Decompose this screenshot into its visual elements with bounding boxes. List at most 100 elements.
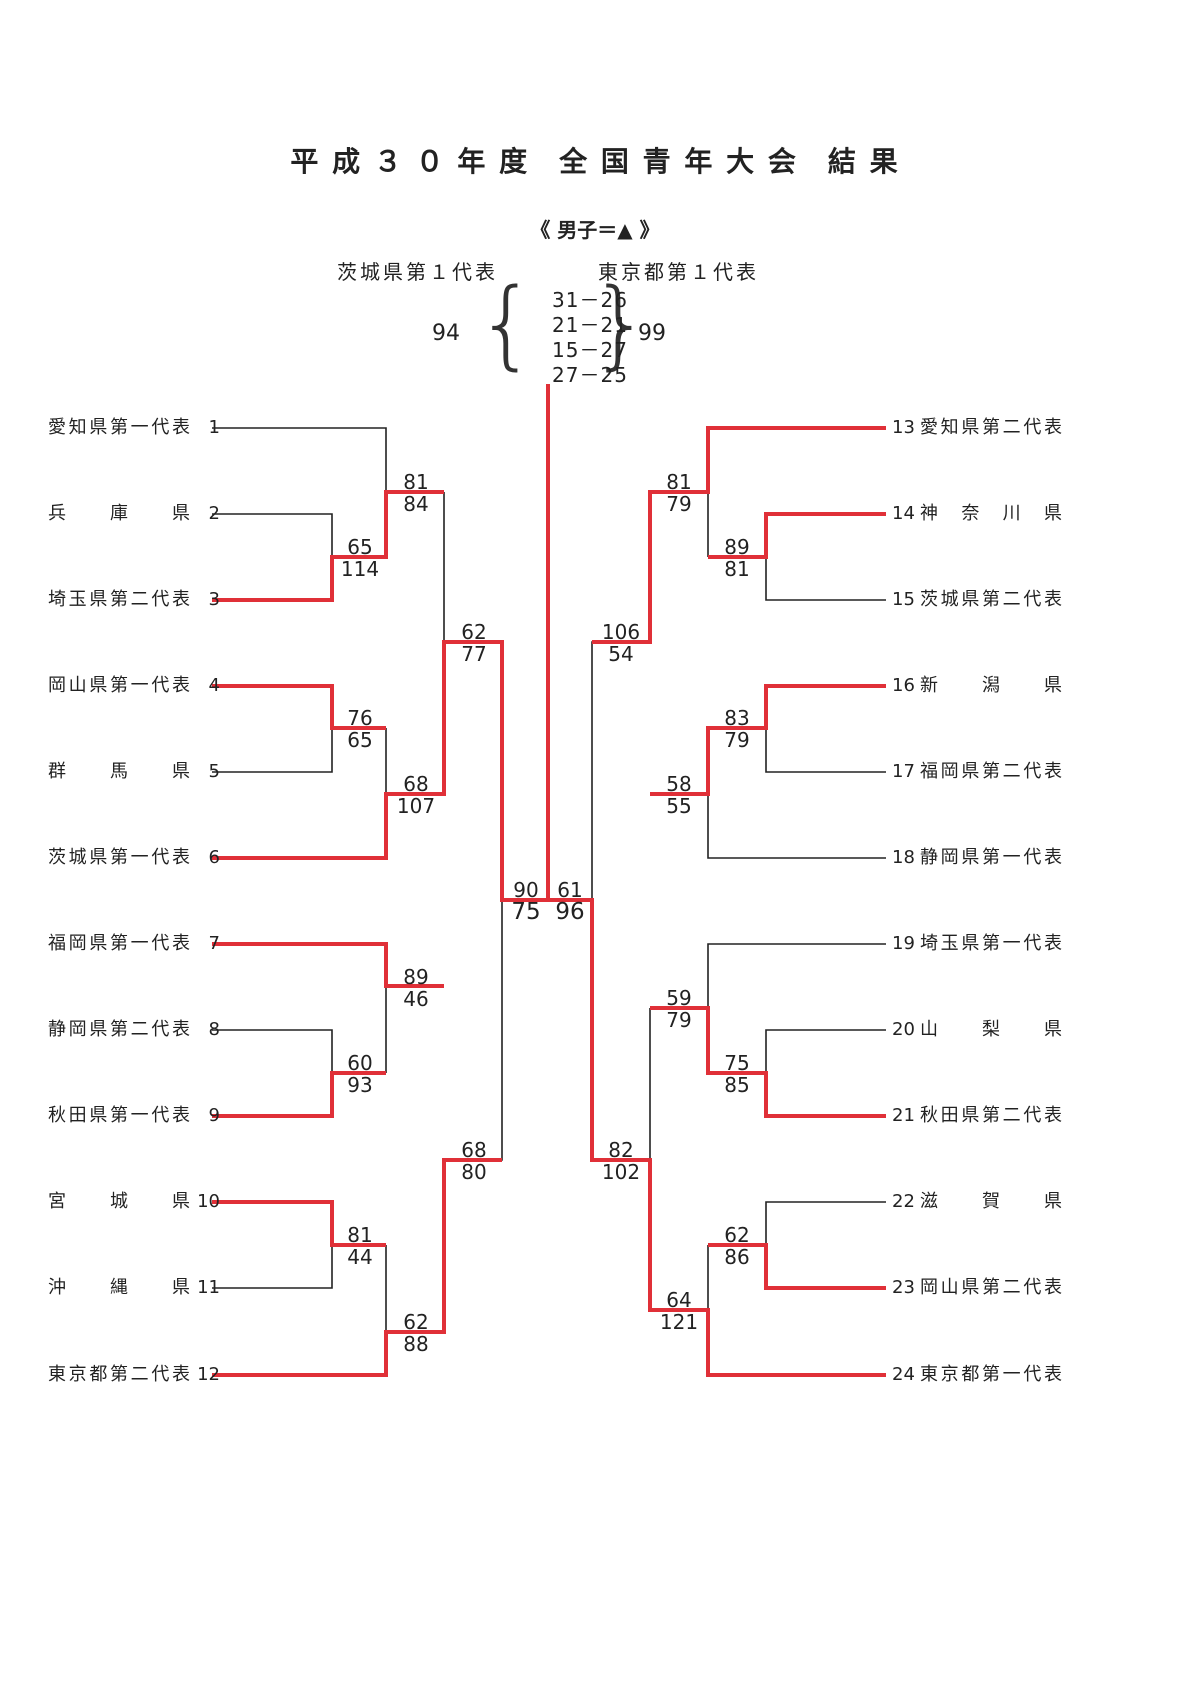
bracket-line [765, 1201, 886, 1245]
match-score-bottom: 114 [340, 557, 380, 581]
bracket-line [765, 1029, 886, 1073]
final-left-total: 94 [432, 321, 460, 346]
team-number: 20 [892, 1019, 915, 1040]
match-score-top: 65 [347, 535, 373, 559]
bracket-line [212, 942, 444, 988]
team-row: 東京都第二代表 12 [48, 1364, 220, 1386]
team-name: 愛知県第一代表 [48, 417, 190, 438]
match-score-top: 81 [666, 470, 692, 494]
team-number: 15 [892, 589, 915, 610]
bracket-line [591, 641, 650, 900]
winner-lines [212, 384, 886, 1377]
final-set-3: 15－27 [552, 338, 628, 362]
match-score-bottom: 79 [666, 1008, 692, 1032]
right-brace: } [590, 268, 652, 380]
final-set-2: 21－21 [552, 313, 628, 337]
match-score-bottom: 81 [724, 557, 750, 581]
bracket-line [212, 1158, 502, 1377]
team-number: 11 [197, 1277, 220, 1298]
match-score-bottom: 84 [403, 492, 429, 516]
match-score-bottom: 79 [724, 728, 750, 752]
match-score-bottom: 55 [666, 794, 692, 818]
team-number: 7 [208, 933, 220, 954]
team-name: 滋賀県 [920, 1191, 1062, 1212]
match-score-top: 83 [724, 706, 750, 730]
team-number: 21 [892, 1105, 915, 1126]
match-score-top: 75 [724, 1051, 750, 1075]
page-title: 平 成 ３ ０ 年 度 全 国 青 年 大 会 結 果 [290, 145, 900, 178]
team-number: 18 [892, 847, 915, 868]
bracket-line [212, 427, 387, 492]
match-score-bottom: 44 [347, 1245, 373, 1269]
team-name: 神奈川県 [920, 503, 1062, 524]
match-score-top: 62 [403, 1310, 429, 1334]
match-score-top: 106 [601, 620, 641, 644]
match-score-bottom: 79 [666, 492, 692, 516]
team-number: 23 [892, 1277, 915, 1298]
match-score-top: 61 [557, 878, 583, 902]
team-name: 秋田県第二代表 [920, 1105, 1062, 1126]
team-name: 愛知県第二代表 [920, 417, 1062, 438]
match-score-top: 62 [461, 620, 487, 644]
match-score-top: 82 [608, 1138, 634, 1162]
match-score-top: 68 [403, 772, 429, 796]
final-right-total: 99 [638, 321, 666, 346]
team-name: 埼玉県第一代表 [920, 933, 1062, 954]
final-left-label: 茨城県第１代表 [337, 260, 498, 284]
team-name: 茨城県第一代表 [48, 847, 190, 868]
team-name: 山梨県 [920, 1019, 1062, 1040]
team-name: 埼玉県第二代表 [48, 589, 190, 610]
match-score-top: 90 [513, 878, 539, 902]
team-number: 1 [208, 417, 220, 438]
match-score-bottom: 80 [461, 1160, 487, 1184]
team-number: 12 [197, 1364, 220, 1385]
match-score-bottom: 88 [403, 1332, 429, 1356]
bracket-line [765, 728, 886, 773]
bracket-line [546, 384, 886, 1377]
bracket-line [212, 1029, 333, 1073]
team-row: 静岡県第二代表 8 [48, 1019, 220, 1041]
final-set-4: 27－25 [552, 363, 628, 387]
team-name: 東京都第二代表 [48, 1364, 190, 1385]
bracket-line [708, 512, 886, 559]
final-set-1: 31－26 [552, 288, 628, 312]
team-number: 19 [892, 933, 915, 954]
match-score-top: 62 [724, 1223, 750, 1247]
bracket-line [708, 1243, 886, 1290]
team-name: 静岡県第二代表 [48, 1019, 190, 1040]
match-score-top: 60 [347, 1051, 373, 1075]
match-score-top: 81 [403, 470, 429, 494]
team-number: 4 [208, 675, 220, 696]
team-number: 8 [208, 1019, 220, 1040]
left-brace: { [476, 268, 538, 380]
team-number: 24 [892, 1364, 915, 1385]
bracket-line [592, 426, 886, 644]
bracket-line [650, 1006, 886, 1118]
team-name: 岡山県第一代表 [48, 675, 190, 696]
match-score-bottom: 96 [555, 899, 585, 925]
team-name: 茨城県第二代表 [920, 589, 1062, 610]
bracket-line [765, 557, 886, 601]
team-name: 岡山県第二代表 [920, 1277, 1062, 1298]
team-name: 福岡県第二代表 [920, 761, 1062, 782]
team-number: 22 [892, 1191, 915, 1212]
bracket-line [212, 1200, 386, 1247]
team-name: 宮城県 [48, 1191, 190, 1212]
